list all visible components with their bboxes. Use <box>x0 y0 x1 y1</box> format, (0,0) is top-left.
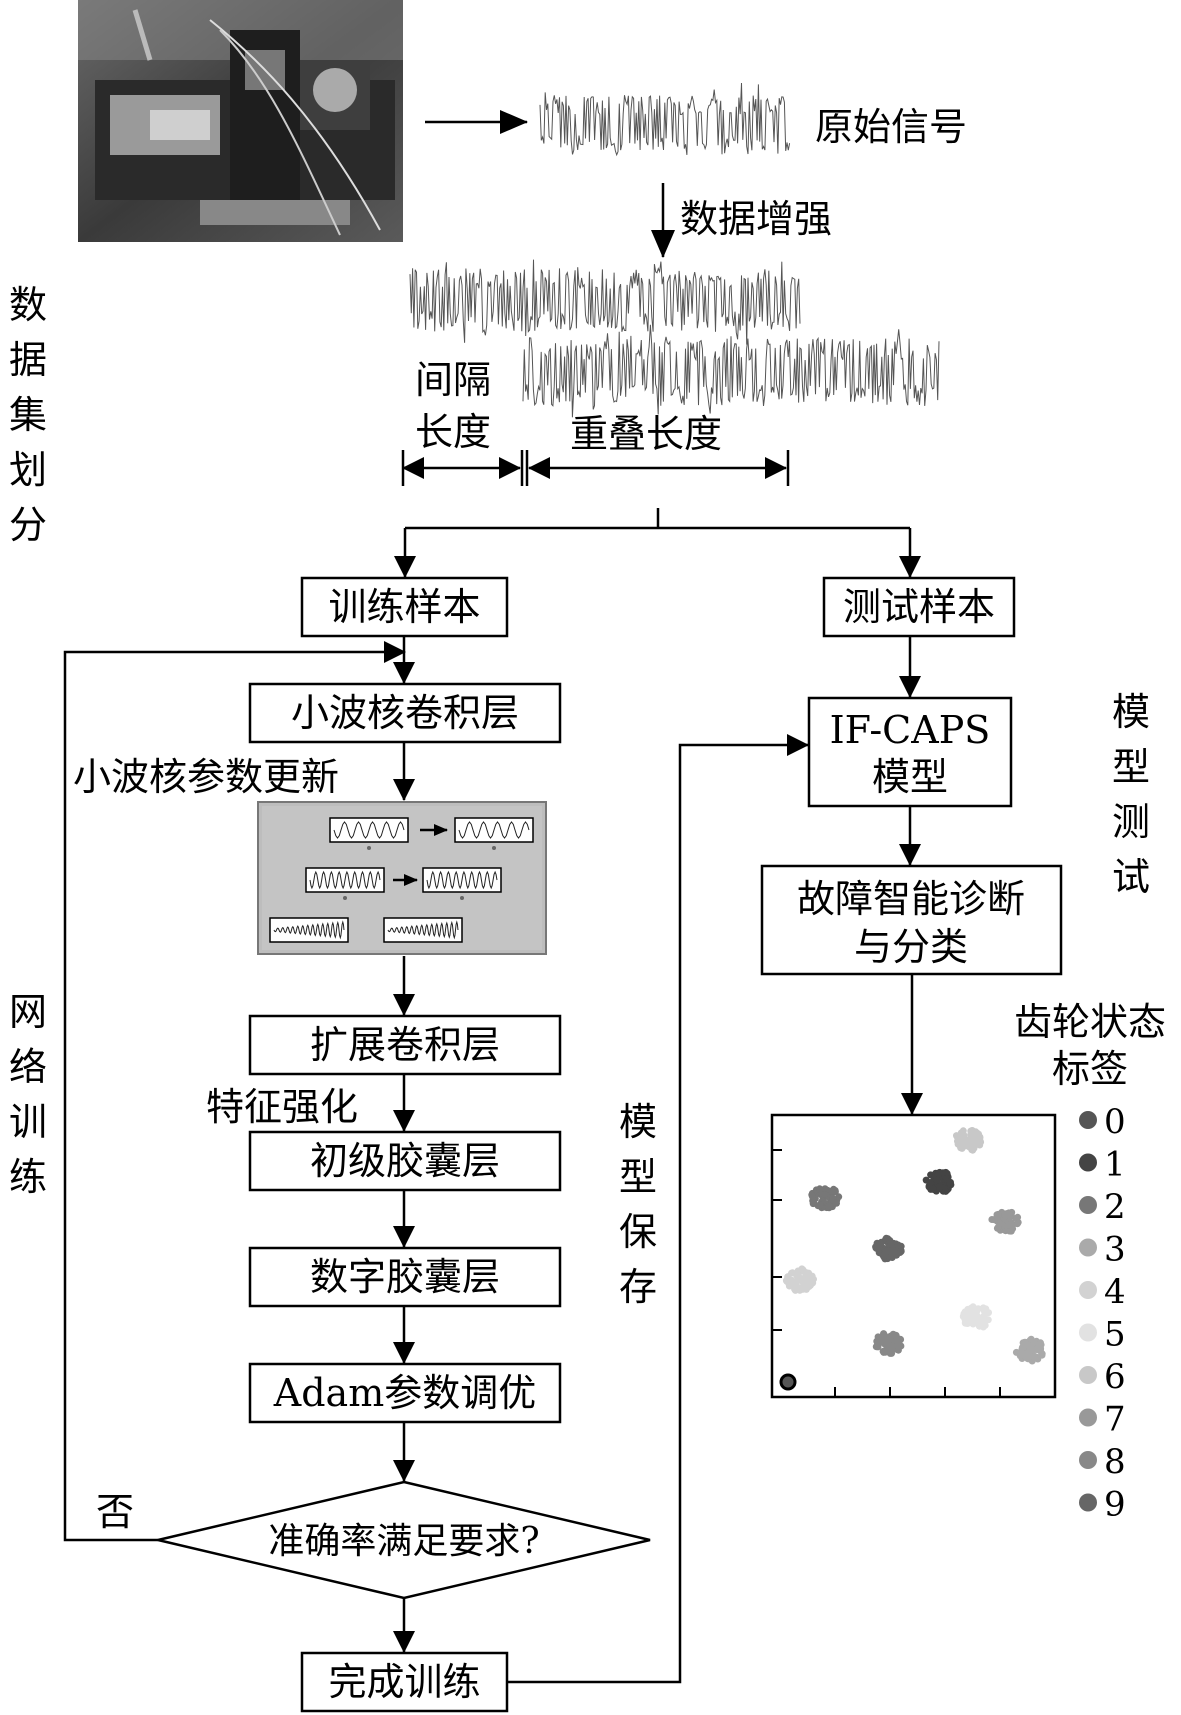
retrain-loop-arrow <box>63 641 406 1542</box>
dilated-conv-label: 扩展卷积层 <box>310 1023 500 1067</box>
side-label-char: 试 <box>1112 855 1150 899</box>
test-rig-photo <box>78 0 403 242</box>
side-label-char: 网 <box>9 990 47 1034</box>
side-label-char: 型 <box>619 1155 657 1199</box>
primary-caps-box <box>248 1130 562 1192</box>
side-label-char: 训 <box>9 1100 47 1144</box>
legend-item-label: 3 <box>1104 1230 1126 1270</box>
side-label-char: 据 <box>9 338 47 382</box>
digit-caps-box <box>248 1246 562 1308</box>
model-save-arrow <box>507 734 809 1684</box>
legend-marker <box>1079 1493 1097 1512</box>
train-samples-label: 训练样本 <box>328 585 480 629</box>
legend-item-label: 6 <box>1104 1357 1126 1397</box>
interval-label-1: 间隔 <box>415 358 491 402</box>
side-label-char: 模 <box>619 1100 657 1144</box>
raw-signal-label: 原始信号 <box>815 105 967 149</box>
wavelet-update-illustration <box>257 801 547 955</box>
fault-diagnosis-line1: 故障智能诊断 <box>797 877 1025 921</box>
augmented-signal-2 <box>522 324 940 418</box>
fault-diagnosis-line2: 与分类 <box>854 925 968 969</box>
legend-marker <box>1079 1366 1097 1384</box>
adam-tuning-label: Adam参数调优 <box>273 1371 536 1415</box>
legend-marker <box>1079 1451 1097 1469</box>
no-label: 否 <box>96 1490 134 1534</box>
accuracy-decision-label: 准确率满足要求? <box>268 1521 539 1562</box>
ifcaps-model-line1: IF-CAPS <box>830 708 991 752</box>
test-samples-box <box>822 576 1016 638</box>
interval-dimension-arrow <box>401 450 790 486</box>
side-label-char: 分 <box>9 503 47 547</box>
side-label-char: 集 <box>9 393 47 437</box>
split-connector <box>394 508 921 578</box>
legend-item-label: 5 <box>1104 1315 1126 1355</box>
side-label-char: 型 <box>1112 745 1150 789</box>
legend-marker <box>1079 1323 1097 1342</box>
legend-item: 5 <box>1079 1315 1126 1355</box>
legend-marker <box>1079 1111 1097 1129</box>
wavelet-update-label: 小波核参数更新 <box>73 755 339 799</box>
finish-training-label: 完成训练 <box>328 1660 480 1704</box>
feature-enhance-label: 特征强化 <box>206 1085 358 1129</box>
legend-item-label: 8 <box>1104 1442 1126 1482</box>
side-label-char: 存 <box>619 1265 657 1309</box>
finish-training-box <box>300 1651 509 1713</box>
side-label-char: 练 <box>9 1155 47 1199</box>
tsne-scatter-plot <box>770 1113 1057 1399</box>
legend-marker <box>1079 1153 1097 1172</box>
legend-item-label: 1 <box>1104 1145 1126 1185</box>
legend-marker <box>1079 1281 1097 1299</box>
legend-title-line1: 齿轮状态 <box>1014 1000 1166 1044</box>
train-samples-box <box>300 576 509 638</box>
legend-item: 7 <box>1079 1400 1126 1440</box>
side-label-char: 测 <box>1112 800 1150 844</box>
legend-item-label: 9 <box>1104 1485 1126 1525</box>
legend-item-label: 4 <box>1104 1272 1126 1312</box>
legend-item: 9 <box>1079 1485 1126 1525</box>
legend-item: 8 <box>1079 1442 1126 1482</box>
ifcaps-model-box <box>807 696 1013 808</box>
legend-item: 1 <box>1079 1145 1126 1185</box>
ifcaps-model-line2: 模型 <box>872 755 948 799</box>
side-label-char: 数 <box>9 283 47 327</box>
legend-item: 6 <box>1079 1357 1126 1397</box>
legend-marker <box>1079 1408 1097 1427</box>
augmented-signal-1 <box>409 259 801 345</box>
digit-caps-label: 数字胶囊层 <box>310 1255 500 1299</box>
wavelet-conv-label: 小波核卷积层 <box>291 691 519 735</box>
legend-item-label: 7 <box>1104 1400 1126 1440</box>
raw-signal-waveform <box>539 82 791 157</box>
fault-diagnosis-box <box>760 864 1063 976</box>
legend-marker <box>1079 1238 1097 1257</box>
legend-marker <box>1079 1196 1097 1214</box>
primary-caps-label: 初级胶囊层 <box>310 1139 500 1183</box>
side-label-char: 划 <box>9 448 47 492</box>
side-label-char: 络 <box>9 1045 47 1089</box>
test-samples-label: 测试样本 <box>843 585 995 629</box>
side-label-char: 保 <box>619 1210 657 1254</box>
interval-label-2: 长度 <box>415 410 491 454</box>
legend-item-label: 2 <box>1104 1187 1126 1227</box>
legend-item-label: 0 <box>1104 1102 1126 1142</box>
augment-label: 数据增强 <box>680 197 832 241</box>
side-label-char: 模 <box>1112 690 1150 734</box>
legend-item: 3 <box>1079 1230 1126 1270</box>
legend-item: 2 <box>1079 1187 1126 1227</box>
legend-item: 4 <box>1079 1272 1126 1312</box>
legend-item: 0 <box>1079 1102 1126 1142</box>
legend-title-line2: 标签 <box>1052 1047 1128 1091</box>
scatter-plot-frame <box>770 1113 1057 1399</box>
overlap-label: 重叠长度 <box>570 412 722 456</box>
dilated-conv-box <box>248 1014 562 1076</box>
